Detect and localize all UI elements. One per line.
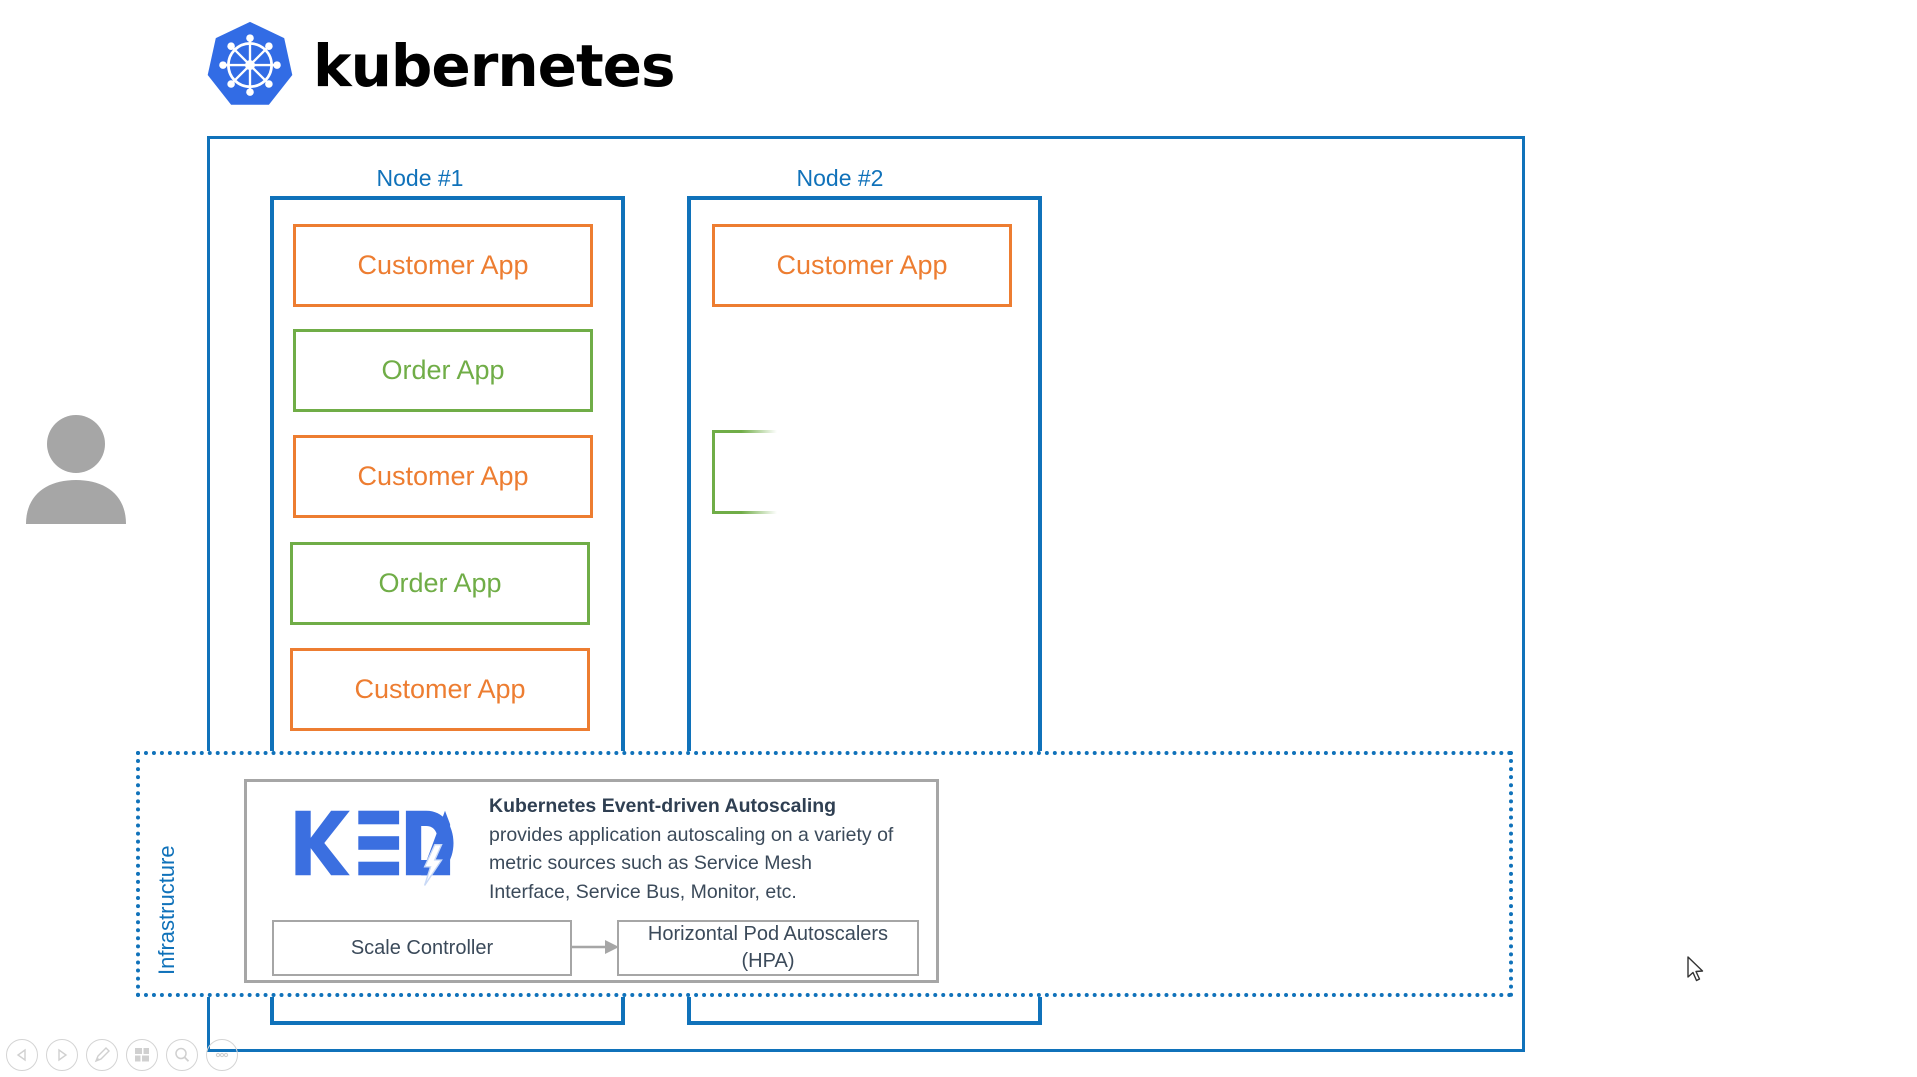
node-box-2 — [687, 196, 1042, 1025]
pod-customer-app[interactable]: Customer App — [293, 224, 593, 307]
zoom-button[interactable] — [166, 1039, 198, 1071]
pod-customer-app[interactable]: Customer App — [293, 435, 593, 518]
grid-slides-icon — [135, 1048, 149, 1062]
scale-controller-box[interactable]: Scale Controller — [272, 920, 572, 976]
horizontal-pod-autoscalers-box[interactable]: Horizontal Pod Autoscalers (HPA) — [617, 920, 919, 976]
kubernetes-helm-icon — [207, 21, 293, 105]
keda-description-lead: Kubernetes Event-driven Autoscaling — [489, 795, 837, 817]
node-label-1: Node #1 — [376, 165, 464, 191]
pod-order-app-appearing[interactable] — [712, 430, 777, 514]
more-options-button[interactable] — [206, 1039, 238, 1071]
pen-tool-button[interactable] — [86, 1039, 118, 1071]
node-box-1 — [270, 196, 625, 1025]
pod-customer-app[interactable]: Customer App — [290, 648, 590, 731]
mouse-pointer-icon — [1687, 956, 1704, 982]
person-silhouette-icon — [26, 415, 126, 524]
next-slide-button[interactable] — [46, 1039, 78, 1071]
all-slides-button[interactable] — [126, 1039, 158, 1071]
presentation-toolbar — [6, 1039, 238, 1071]
pod-customer-app[interactable]: Customer App — [712, 224, 1012, 307]
triangle-left-icon — [16, 1048, 26, 1062]
pen-icon — [94, 1047, 110, 1063]
ellipsis-icon — [215, 1052, 229, 1058]
previous-slide-button[interactable] — [6, 1039, 38, 1071]
keda-lightning-icon — [295, 810, 454, 886]
keda-description: Kubernetes Event-driven Autoscaling prov… — [489, 792, 897, 907]
pod-order-app[interactable]: Order App — [290, 542, 590, 625]
pod-order-app[interactable]: Order App — [293, 329, 593, 412]
node-label-2: Node #2 — [796, 165, 884, 191]
kubernetes-wordmark: kubernetes — [313, 32, 676, 100]
arrow-right-icon — [572, 940, 619, 954]
infrastructure-label: Infrastructure — [154, 845, 179, 975]
magnifier-icon — [175, 1047, 190, 1062]
kubernetes-brand-header: kubernetes — [205, 20, 676, 112]
triangle-right-icon — [58, 1048, 68, 1062]
keda-description-rest: provides application autoscaling on a va… — [489, 823, 894, 903]
kubernetes-cluster-boundary — [207, 136, 1525, 1052]
keda-card: Kubernetes Event-driven Autoscaling prov… — [244, 779, 939, 983]
